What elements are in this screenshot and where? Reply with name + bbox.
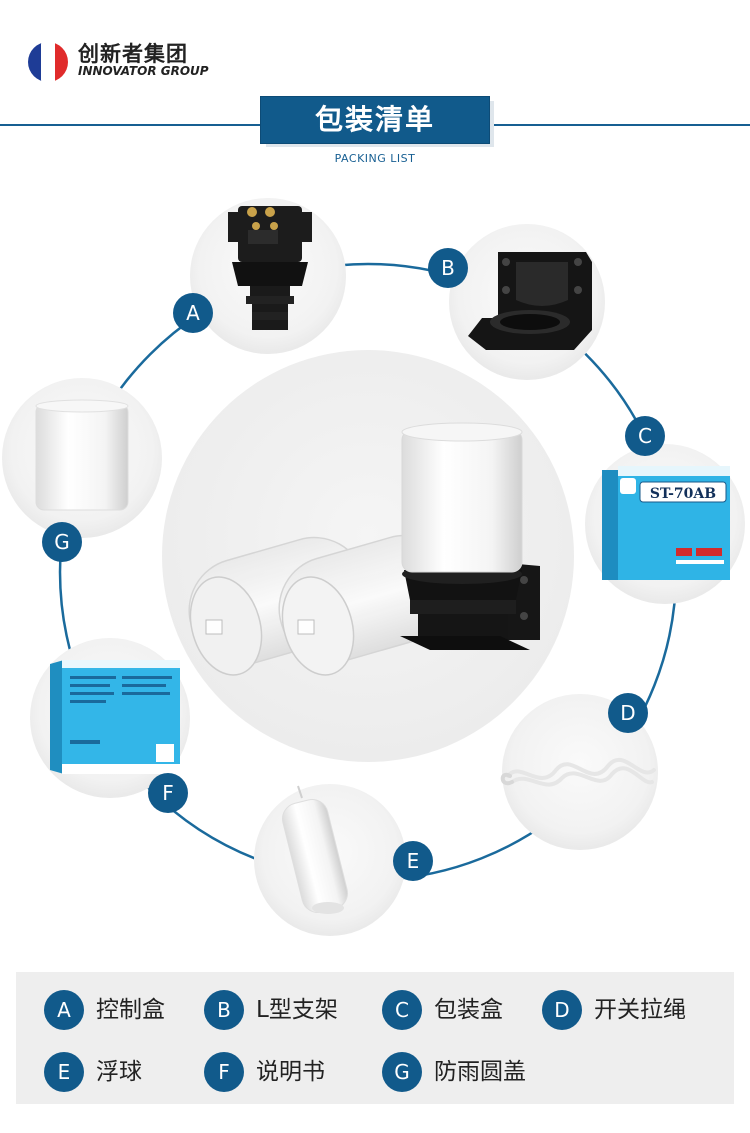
svg-text:B: B xyxy=(441,256,455,280)
legend-label: 开关拉绳 xyxy=(594,997,686,1023)
legend-label: 浮球 xyxy=(96,1059,142,1085)
legend-label: 防雨圆盖 xyxy=(434,1059,526,1085)
package-box-image: ST-70AB xyxy=(602,466,730,580)
title-box: 包装清单 xyxy=(260,96,490,144)
legend-badge: G xyxy=(382,1052,422,1092)
svg-text:E: E xyxy=(407,849,420,873)
manual-image xyxy=(50,660,180,774)
assembled-product-image xyxy=(188,422,540,676)
badge-c: C xyxy=(625,416,665,456)
badge-e: E xyxy=(393,841,433,881)
legend-panel: A 控制盒 B L型支架 C 包装盒 D 开关拉绳 E 浮球 F 说明书 G 防… xyxy=(16,972,734,1104)
legend-badge: B xyxy=(204,990,244,1030)
svg-text:C: C xyxy=(638,424,652,448)
legend-badge: A xyxy=(44,990,84,1030)
box-model-label: ST-70AB xyxy=(650,486,716,502)
svg-text:D: D xyxy=(620,701,635,725)
bubble-pull-cord xyxy=(502,694,658,850)
rain-cover-image xyxy=(35,399,129,511)
badge-g: G xyxy=(42,522,82,562)
pull-cord-image xyxy=(500,757,656,787)
legend-label: 包装盒 xyxy=(434,997,503,1023)
float-ball-image xyxy=(282,785,348,914)
brand-name-en: INNOVATOR GROUP xyxy=(78,64,209,78)
legend-label: 控制盒 xyxy=(96,997,165,1023)
badge-f: F xyxy=(148,773,188,813)
badge-b: B xyxy=(428,248,468,288)
svg-text:G: G xyxy=(54,530,70,554)
legend-badge: E xyxy=(44,1052,84,1092)
svg-text:A: A xyxy=(186,301,200,325)
legend-label: 说明书 xyxy=(256,1059,325,1085)
brand-logo: 创新者集团 INNOVATOR GROUP xyxy=(28,38,268,84)
control-box-image xyxy=(228,206,312,330)
flag-icon xyxy=(28,42,68,82)
brand-name-cn: 创新者集团 xyxy=(78,42,188,66)
legend-badge: C xyxy=(382,990,422,1030)
l-bracket-image xyxy=(468,252,592,350)
badge-a: A xyxy=(173,293,213,333)
page-title: 包装清单 xyxy=(314,103,435,136)
legend-badge: D xyxy=(542,990,582,1030)
legend-badge: F xyxy=(204,1052,244,1092)
page-subtitle: PACKING LIST xyxy=(334,152,416,165)
badge-d: D xyxy=(608,693,648,733)
legend-label: L型支架 xyxy=(256,997,338,1023)
svg-text:F: F xyxy=(162,781,174,805)
